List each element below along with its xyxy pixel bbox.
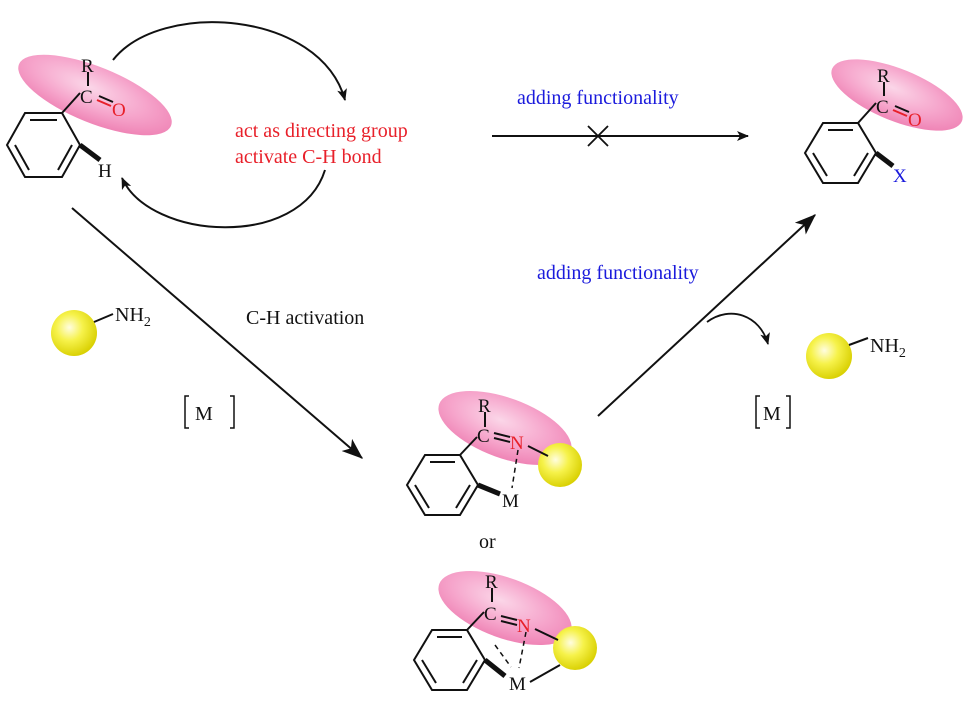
directing-group-text-line1: act as directing group bbox=[235, 120, 408, 142]
activate-ch-text-line2: activate C-H bond bbox=[235, 146, 382, 168]
imine2-bond-m-ball bbox=[529, 664, 561, 683]
imine2-ellipse bbox=[438, 571, 572, 645]
ch-activation-label: C-H activation bbox=[246, 307, 364, 329]
functionalization-arrow bbox=[597, 214, 816, 417]
metal-right-label: M bbox=[763, 403, 781, 425]
imine1-bond-n-ball bbox=[527, 445, 549, 457]
imine1-benzene-ring bbox=[405, 454, 480, 516]
product-ellipse bbox=[831, 59, 963, 131]
imine1-atom-n: N bbox=[510, 433, 524, 454]
imine1-ellipse bbox=[438, 391, 572, 465]
amine-left: NH2 bbox=[51, 304, 151, 356]
adding-functionality-mid: adding functionality bbox=[537, 262, 699, 284]
cycle-arrow-top bbox=[112, 21, 347, 101]
product-bond-c-x bbox=[874, 151, 895, 168]
amine-left-bond bbox=[93, 313, 114, 323]
bond-c-o-2 bbox=[98, 95, 114, 103]
metal-bracket-left: M bbox=[184, 395, 235, 429]
benzene-ring bbox=[5, 112, 82, 178]
product-atom-c: C bbox=[876, 97, 889, 118]
imine1-bond-ring-m bbox=[477, 482, 501, 497]
imine2-bond-ring-c bbox=[466, 611, 485, 631]
bond-c-o-1 bbox=[96, 99, 112, 107]
metal-bracket-right: M bbox=[755, 395, 791, 429]
imine2-atom-n: N bbox=[517, 616, 531, 637]
atom-c: C bbox=[80, 87, 93, 108]
amine-left-nh: NH2 bbox=[115, 304, 151, 330]
imine2-atom-r: R bbox=[485, 572, 498, 593]
start-aldehyde: R C O H bbox=[5, 54, 172, 182]
amine-right-nh: NH2 bbox=[870, 335, 906, 361]
imine1-bond-c-n-1 bbox=[493, 432, 511, 438]
amine-right: NH2 bbox=[806, 333, 906, 379]
product-atom-o: O bbox=[908, 110, 922, 131]
directing-group-ellipse bbox=[18, 54, 172, 136]
ch-activation-arrow bbox=[71, 207, 364, 459]
blocked-cross-2 bbox=[587, 125, 609, 147]
product-atom-r: R bbox=[877, 66, 890, 87]
imine1-atom-c: C bbox=[477, 426, 490, 447]
imine2-dative-ring-m bbox=[494, 644, 512, 668]
cycle-arrow-bottom bbox=[121, 169, 326, 229]
or-label: or bbox=[479, 531, 496, 553]
product-functionalized: R C O X bbox=[803, 59, 963, 187]
imine2-atom-m: M bbox=[509, 674, 526, 695]
atom-r: R bbox=[81, 56, 94, 77]
bond-c-h bbox=[78, 143, 102, 162]
imine2-atom-c: C bbox=[484, 604, 497, 625]
imine-complex-2: R C N M bbox=[412, 571, 597, 695]
imine1-dative-n-m bbox=[511, 449, 519, 489]
imine1-atom-r: R bbox=[478, 396, 491, 417]
release-arrow bbox=[706, 312, 770, 345]
imine2-bond-ring-m bbox=[483, 658, 507, 678]
imine1-bond-c-n-2 bbox=[493, 437, 511, 443]
imine2-bond-c-n-2 bbox=[500, 620, 518, 626]
atom-o: O bbox=[112, 100, 126, 121]
imine1-atom-m: M bbox=[502, 491, 519, 512]
imine2-bond-c-n-1 bbox=[500, 615, 518, 621]
product-atom-x: X bbox=[893, 166, 907, 187]
atom-h: H bbox=[98, 161, 112, 182]
amine-right-ball bbox=[806, 333, 852, 379]
amine-left-ball bbox=[51, 310, 97, 356]
imine2-bond-n-ball bbox=[534, 628, 559, 641]
amine-right-bond bbox=[848, 337, 869, 346]
product-benzene-ring bbox=[803, 122, 878, 184]
imine2-yellow-ball bbox=[553, 626, 597, 670]
imine1-bond-ring-c bbox=[459, 436, 478, 456]
bond-ring-carbonyl bbox=[61, 92, 81, 114]
metal-left-label: M bbox=[195, 403, 213, 425]
product-bond-ring-carbonyl bbox=[857, 102, 877, 124]
imine1-yellow-ball bbox=[538, 443, 582, 487]
imine2-dative-n-m bbox=[518, 631, 527, 669]
imine2-benzene-ring bbox=[412, 629, 487, 691]
adding-functionality-top: adding functionality bbox=[517, 87, 679, 109]
product-bond-c-o-2 bbox=[894, 105, 910, 113]
imine-complex-1: R C N M bbox=[405, 391, 582, 516]
product-bond-c-o-1 bbox=[892, 109, 908, 117]
